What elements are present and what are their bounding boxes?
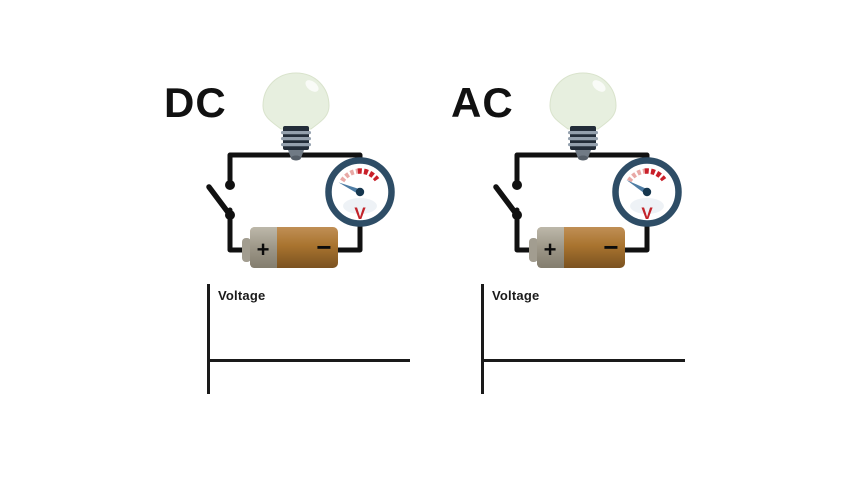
ac-circuit-illustration: AC + − <box>451 72 682 268</box>
voltmeter-unit-label: V <box>641 204 653 223</box>
battery-positive-label: + <box>544 237 557 262</box>
voltmeter-gauge-icon: V <box>612 157 682 227</box>
light-bulb-icon <box>549 72 617 161</box>
dc-label: DC <box>164 79 227 126</box>
voltmeter-unit-label: V <box>354 204 366 223</box>
dc-graph-y-axis <box>207 284 210 394</box>
ac-graph-x-axis <box>481 359 685 362</box>
dc-graph-x-axis <box>207 359 410 362</box>
voltmeter-gauge-icon: V <box>325 157 395 227</box>
ac-label: AC <box>451 79 514 126</box>
open-switch-icon <box>493 180 522 220</box>
battery-positive-label: + <box>257 237 270 262</box>
battery-icon: + − <box>529 227 625 268</box>
battery-negative-label: − <box>316 232 331 262</box>
light-bulb-icon <box>262 72 330 161</box>
battery-icon: + − <box>242 227 338 268</box>
ac-graph-y-axis-label: Voltage <box>492 288 540 303</box>
dc-graph-y-axis-label: Voltage <box>218 288 266 303</box>
open-switch-icon <box>206 180 235 220</box>
dc-circuit-illustration: DC + − <box>164 72 395 268</box>
ac-graph-y-axis <box>481 284 484 394</box>
battery-negative-label: − <box>603 232 618 262</box>
